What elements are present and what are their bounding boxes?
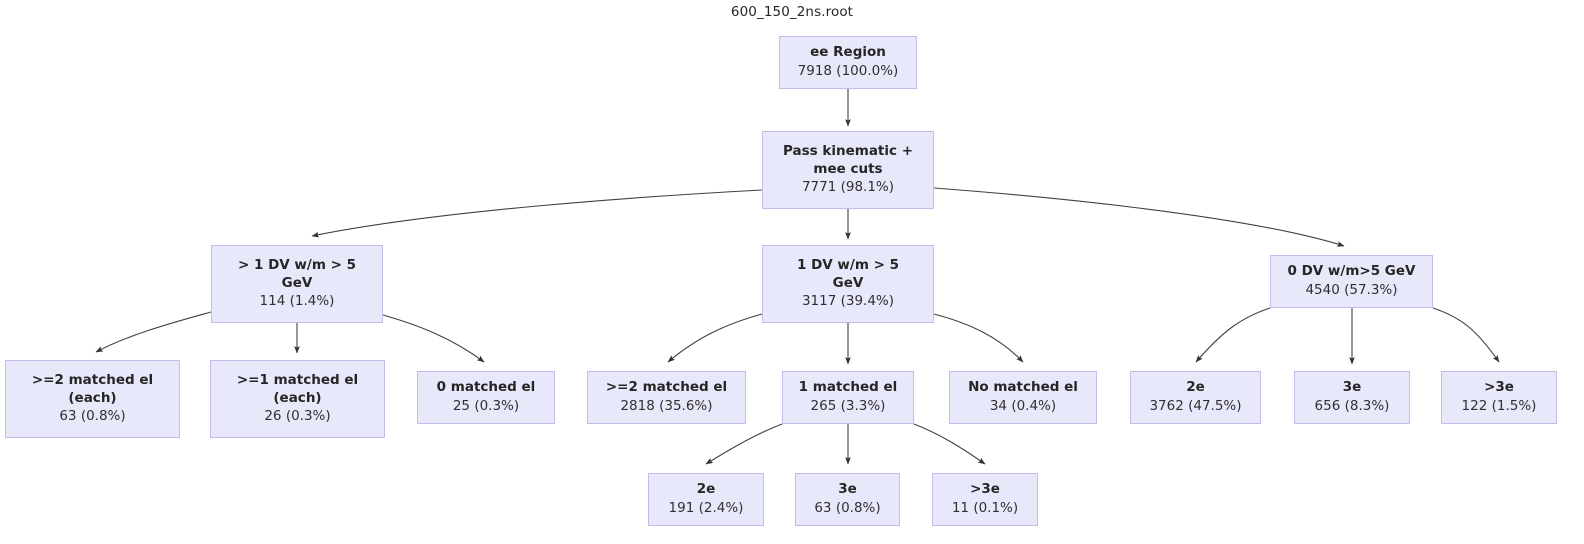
node-count: 63 (0.8%) [59, 408, 126, 425]
edge-eq1dv-to-no_matched [933, 313, 1024, 363]
node-root[interactable]: ee Region 7918 (100.0%) [779, 36, 917, 89]
node-r_2e[interactable]: 2e 3762 (47.5%) [1130, 371, 1261, 424]
node-label: 2e [696, 481, 716, 498]
node-count: 34 (0.4%) [989, 398, 1057, 414]
node-label: 1 matched el [798, 379, 898, 396]
node-label: No matched el [968, 379, 1078, 396]
node-ge2_matched[interactable]: >=2 matched el 2818 (35.6%) [587, 371, 746, 424]
node-gt1dv[interactable]: > 1 DV w/m > 5 GeV 114 (1.4%) [211, 245, 383, 323]
edge-pass_cuts-to-eq0dv [933, 187, 1345, 247]
node-count: 265 (3.3%) [810, 398, 886, 414]
node-count: 3117 (39.4%) [801, 293, 895, 310]
node-ge1_each[interactable]: >=1 matched el (each) 26 (0.3%) [210, 360, 385, 438]
node-label: 0 DV w/m>5 GeV [1287, 263, 1416, 280]
node-eq1dv[interactable]: 1 DV w/m > 5 GeV 3117 (39.4%) [762, 245, 934, 323]
node-label: 0 matched el [436, 379, 536, 396]
edge-eq1dv-to-ge2_matched [667, 313, 763, 363]
node-no_matched[interactable]: No matched el 34 (0.4%) [949, 371, 1097, 424]
node-label: >3e [1484, 379, 1514, 396]
edge-gt1dv-to-zero_matched [382, 314, 485, 363]
node-count: 25 (0.3%) [452, 398, 520, 414]
node-label: 1 DV w/m > 5 GeV [796, 256, 900, 291]
node-count: 63 (0.8%) [814, 500, 881, 516]
node-label: >=2 matched el (each) [31, 371, 154, 406]
node-label: > 1 DV w/m > 5 GeV [237, 256, 357, 291]
node-count: 114 (1.4%) [259, 293, 335, 310]
node-one_matched[interactable]: 1 matched el 265 (3.3%) [782, 371, 914, 424]
node-count: 7771 (98.1%) [801, 179, 895, 196]
node-label: >=1 matched el (each) [236, 371, 359, 406]
node-r_gt3e[interactable]: >3e 122 (1.5%) [1441, 371, 1557, 424]
node-count: 122 (1.5%) [1461, 398, 1537, 414]
node-label: Pass kinematic + mee cuts [782, 142, 914, 177]
node-r_3e[interactable]: 3e 656 (8.3%) [1294, 371, 1410, 424]
node-label: 3e [838, 481, 857, 498]
node-label: ee Region [810, 44, 886, 61]
node-m_3e[interactable]: 3e 63 (0.8%) [795, 473, 900, 526]
edge-eq0dv-to-r_2e [1195, 307, 1271, 363]
node-count: 191 (2.4%) [668, 500, 744, 516]
node-label: 3e [1342, 379, 1362, 396]
node-zero_matched[interactable]: 0 matched el 25 (0.3%) [417, 371, 555, 424]
node-count: 26 (0.3%) [264, 408, 331, 425]
edge-pass_cuts-to-gt1dv [311, 189, 763, 238]
node-count: 3762 (47.5%) [1149, 398, 1242, 414]
node-count: 4540 (57.3%) [1305, 282, 1398, 298]
node-count: 2818 (35.6%) [620, 398, 713, 414]
edge-one_matched-to-m_gt3e [913, 423, 986, 465]
edge-one_matched-to-m_2e [705, 423, 783, 465]
graph-title: 600_150_2ns.root [730, 4, 854, 20]
node-count: 7918 (100.0%) [797, 63, 899, 79]
node-label: >3e [970, 481, 1000, 498]
node-m_gt3e[interactable]: >3e 11 (0.1%) [932, 473, 1038, 526]
node-eq0dv[interactable]: 0 DV w/m>5 GeV 4540 (57.3%) [1270, 255, 1433, 308]
edge-eq0dv-to-r_gt3e [1432, 307, 1500, 363]
node-count: 11 (0.1%) [951, 500, 1019, 516]
node-pass_cuts[interactable]: Pass kinematic + mee cuts 7771 (98.1%) [762, 131, 934, 209]
node-label: >=2 matched el [605, 379, 728, 396]
node-m_2e[interactable]: 2e 191 (2.4%) [648, 473, 764, 526]
node-label: 2e [1186, 379, 1205, 396]
edge-gt1dv-to-ge2_each [95, 311, 212, 353]
node-ge2_each[interactable]: >=2 matched el (each) 63 (0.8%) [5, 360, 180, 438]
node-count: 656 (8.3%) [1314, 398, 1390, 414]
